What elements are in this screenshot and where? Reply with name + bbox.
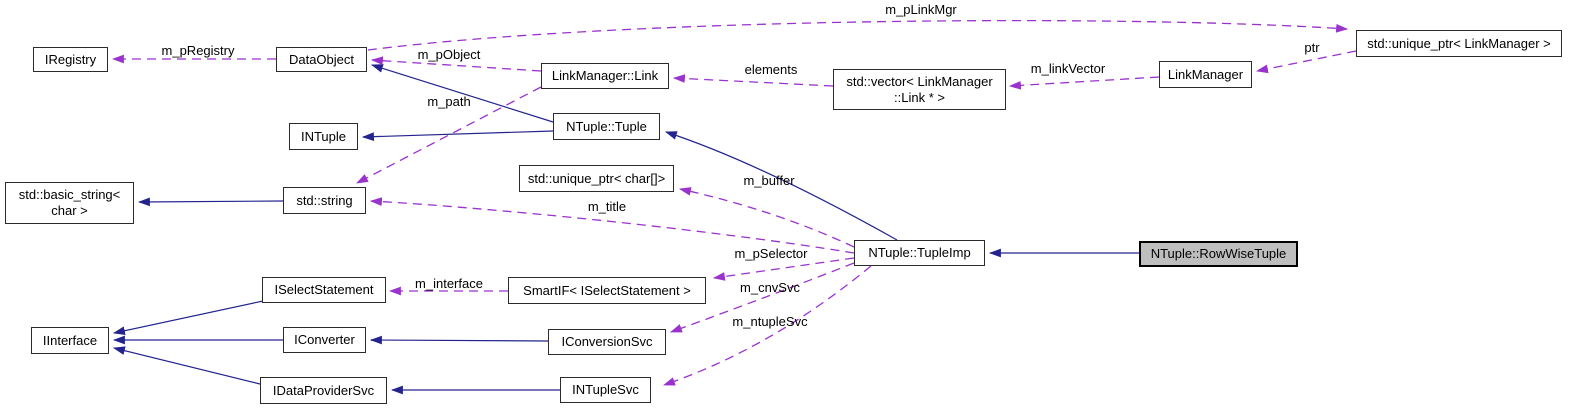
node-ntuple-tuple[interactable]: NTuple::Tuple [553,113,660,140]
edge-iselectstatement-to-iinterface [112,300,264,335]
edge-label-m-linkvector: m_linkVector [1030,61,1106,76]
edge-label-m-ntuplesvc: m_ntupleSvc [732,314,808,329]
node-idataprovidersvc-label: IDataProviderSvc [272,382,375,398]
node-unique-ptr-char[interactable]: std::unique_ptr< char[]> [519,165,674,192]
edge-tuple-to-intuple [361,130,554,142]
edge-m-linkvector [1008,76,1160,90]
edge-label-m-pregistry: m_pRegistry [161,43,235,58]
node-dataobject-label: DataObject [288,51,355,67]
edge-label-ptr: ptr [1304,40,1320,55]
edge-m-pobject [370,56,542,72]
edge-m-path [356,86,542,184]
edge-ptr [1255,50,1357,74]
node-iconverter-label: IConverter [294,332,355,347]
node-ntuple-rowwisetuple[interactable]: NTuple::RowWiseTuple [1139,241,1298,267]
edge-idataprovidersvc-to-iinterface [112,346,261,385]
node-std-string-label: std::string [296,192,353,208]
edge-m-title [369,197,855,254]
edge-m-cnvsvc [669,262,855,333]
edge-label-m-plinkmgr: m_pLinkMgr [885,2,957,17]
edge-label-m-cnvsvc: m_cnvSvc [740,280,800,295]
edge-tuple-to-dataobject [370,64,554,123]
node-iselectstatement[interactable]: ISelectStatement [262,277,386,303]
node-basic-string-line2: char > [51,203,88,218]
node-iselectstatement-label: ISelectStatement [274,282,374,297]
edge-label-m-pselector: m_pSelector [734,246,808,261]
node-unique-ptr-linkmanager[interactable]: std::unique_ptr< LinkManager > [1356,30,1562,57]
node-idataprovidersvc[interactable]: IDataProviderSvc [260,377,387,404]
node-ntuple-tuple-label: NTuple::Tuple [566,118,647,134]
node-vector-linkmanager-link[interactable]: std::vector< LinkManager ::Link * > [833,69,1006,110]
node-vector-line2: ::Link * > [894,89,945,105]
node-basic-string[interactable]: std::basic_string< char > [5,182,134,224]
node-linkmanager-link-label: LinkManager::Link [551,68,659,83]
edge-label-elements: elements [744,62,798,77]
node-dataobject[interactable]: DataObject [276,47,367,72]
edge-label-m-pobject: m_pObject [417,47,481,62]
node-iregistry[interactable]: IRegistry [33,47,108,72]
node-std-string[interactable]: std::string [283,187,366,214]
node-ntuple-tupleimp-label: NTuple::TupleImp [868,245,971,260]
edge-elements [672,74,834,87]
edge-tupleimp-to-tuple [664,131,898,241]
edge-iconversionsvc-to-iconverter [369,335,549,345]
edge-label-m-path: m_path [427,94,471,109]
node-ntuple-tupleimp[interactable]: NTuple::TupleImp [854,240,985,266]
node-unique-ptr-char-label: std::unique_ptr< char[]> [527,170,666,186]
edge-m-buffer [678,187,855,248]
edge-m-pselector [712,257,855,281]
node-vector-line1: std::vector< LinkManager [846,73,993,89]
edge-string-to-basicstring [137,197,284,207]
node-unique-ptr-linkmanager-label: std::unique_ptr< LinkManager > [1367,35,1551,51]
node-linkmanager-link[interactable]: LinkManager::Link [541,63,669,89]
node-intuplesvc-label: INTupleSvc [572,382,639,397]
node-intuple-label: INTuple [300,128,347,144]
edge-m-plinkmgr [367,19,1349,51]
edge-label-m-interface: m_interface [415,276,483,291]
node-smartif[interactable]: SmartIF< ISelectStatement > [508,277,706,304]
edge-label-m-buffer: m_buffer [743,173,795,188]
node-smartif-label: SmartIF< ISelectStatement > [523,282,691,298]
node-intuple[interactable]: INTuple [289,123,358,150]
node-iconversionsvc[interactable]: IConversionSvc [548,329,666,355]
node-linkmanager[interactable]: LinkManager [1159,61,1252,88]
node-iinterface[interactable]: IInterface [31,327,109,354]
node-iconversionsvc-label: IConversionSvc [561,334,653,349]
node-iregistry-label: IRegistry [44,51,97,67]
node-intuplesvc[interactable]: INTupleSvc [560,377,651,403]
node-iinterface-label: IInterface [42,332,98,348]
node-basic-string-line1: std::basic_string< [18,187,121,202]
node-linkmanager-label: LinkManager [1167,66,1244,82]
edge-label-m-title: m_title [587,199,627,214]
node-ntuple-rowwisetuple-label: NTuple::RowWiseTuple [1150,246,1287,261]
node-iconverter[interactable]: IConverter [283,327,366,353]
